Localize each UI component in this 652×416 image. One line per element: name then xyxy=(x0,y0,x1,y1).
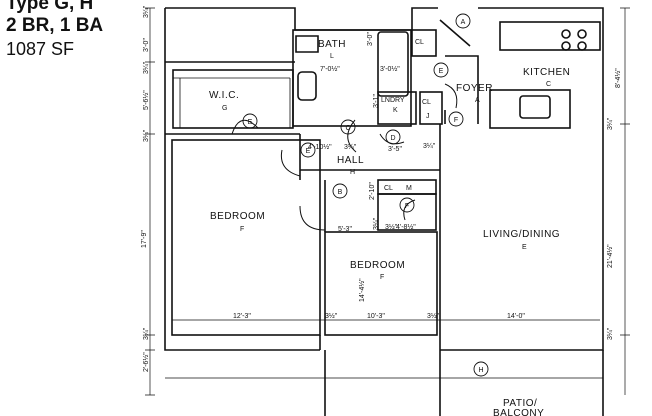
wic-label: W.I.C. xyxy=(209,90,239,101)
door-tag-a-ring xyxy=(455,13,471,29)
bedroom-2-tag: F xyxy=(380,274,384,281)
dim-wall-f: 3¼" xyxy=(143,129,150,142)
door-tag-f1-ring xyxy=(448,111,464,127)
door-tag-e3-ring xyxy=(433,62,449,78)
hall-tag: H xyxy=(350,169,355,176)
dim-tub-width: 3'-0½" xyxy=(380,65,400,73)
door-tag-e1-ring xyxy=(242,113,258,129)
door-tag-h-ring xyxy=(473,361,489,377)
kitchen-island xyxy=(489,89,571,129)
dim-wic-depth: 5'-6½" xyxy=(142,90,150,110)
dim-wall-i: 3¼" xyxy=(607,327,614,340)
kitchen-label: KITCHEN xyxy=(523,67,570,78)
dim-living-depth: 21'-4½" xyxy=(606,244,614,268)
bedroom-2-label: BEDROOM xyxy=(350,260,405,271)
closet-2-label: CL xyxy=(384,185,393,192)
closet-3-tag: J xyxy=(426,113,430,120)
living-dining-label: LIVING/DINING xyxy=(483,229,560,240)
door-tag-d-ring xyxy=(385,129,401,145)
dim-bedroom-1-width: 12'-3" xyxy=(233,313,251,320)
dim-hall-4: 3¼" xyxy=(423,143,436,150)
dim-closet-f: 4'-8½" xyxy=(396,223,416,231)
patio-wall xyxy=(439,350,604,416)
door-tag-d: D xyxy=(390,135,395,142)
dim-wall-a: 3½" xyxy=(385,223,398,231)
dim-closet-depth: 2'-10" xyxy=(369,182,376,200)
door-tag-a: A xyxy=(461,19,466,26)
exterior-wall-right xyxy=(440,7,604,351)
bath-label: BATH xyxy=(318,39,346,50)
laundry-room xyxy=(377,91,417,125)
toilet-fixture xyxy=(297,71,317,101)
bedroom-1-room xyxy=(171,139,321,336)
bath-tag: L xyxy=(330,53,334,60)
door-tag-c: C xyxy=(345,125,350,132)
closet-j xyxy=(419,91,443,125)
dim-bottom-depth: 2'-6½" xyxy=(142,352,150,372)
foyer-tag: A xyxy=(475,97,480,104)
dim-wall-g: 3¼" xyxy=(143,327,150,340)
square-footage: 1087 SF xyxy=(6,39,75,59)
closet-f xyxy=(377,193,437,231)
closet-l xyxy=(411,29,437,57)
dim-kitchen-depth: 8'-4½" xyxy=(614,68,622,88)
closet-1-label: CL xyxy=(415,39,424,46)
kitchen-tag: C xyxy=(546,81,551,88)
wic-tag: G xyxy=(222,105,227,112)
dim-top-depth: 3'-0" xyxy=(143,38,150,52)
dim-wall-j: 3¼" xyxy=(373,217,380,230)
door-tag-e3: E xyxy=(439,68,444,75)
bath-room xyxy=(292,29,412,127)
door-tag-f2: F xyxy=(405,203,409,210)
bedroom-1-label: BEDROOM xyxy=(210,211,265,222)
living-dining-tag: E xyxy=(522,244,527,251)
dim-bedroom-2-depth: 14'-4½" xyxy=(358,278,366,302)
dim-bedroom-2-width: 10'-3" xyxy=(367,313,385,320)
exterior-wall-left xyxy=(164,8,320,351)
dim-wall-e: 3¼" xyxy=(143,61,150,74)
dim-bath-width: 7'-0½" xyxy=(320,65,340,73)
dim-wall-k: 3'-0" xyxy=(367,32,374,46)
door-tag-f2-ring xyxy=(399,197,415,213)
tub-fixture xyxy=(377,31,409,97)
kitchen-counter xyxy=(499,21,601,51)
dim-laundry-depth: 3'-1" xyxy=(373,94,380,108)
dim-hall-2: 3'-5" xyxy=(388,146,402,153)
kitchen-sink xyxy=(519,95,551,119)
dim-wall-d: 3¼" xyxy=(143,5,150,18)
door-tag-h: H xyxy=(478,367,483,374)
dim-wall-h: 3¼" xyxy=(607,117,614,130)
laundry-tag: K xyxy=(393,107,398,114)
patio-label: PATIO/ xyxy=(503,398,537,409)
door-tag-e1: E xyxy=(248,119,253,126)
door-tag-e2: E xyxy=(306,148,311,155)
bedroom-2-room xyxy=(324,231,438,336)
laundry-label: LNDRY xyxy=(381,97,405,104)
door-tag-b-ring xyxy=(332,183,348,199)
closet-2-tag: M xyxy=(406,185,412,192)
dim-hall-3: 3¼" xyxy=(344,144,357,151)
door-tag-f1: F xyxy=(454,117,458,124)
dim-living-width: 14'-0" xyxy=(507,313,525,320)
hall-walls xyxy=(299,124,441,350)
balcony-label: BALCONY xyxy=(493,408,544,416)
door-tag-e2-ring xyxy=(300,142,316,158)
dim-hall-1: 4'-10½" xyxy=(308,143,332,151)
door-tag-c-ring xyxy=(340,119,356,135)
hall-label: HALL xyxy=(337,155,364,166)
unit-type-title: Type G, H xyxy=(6,0,94,14)
door-tag-b: B xyxy=(338,189,343,196)
bedroom-1-tag: F xyxy=(240,226,244,233)
dim-wall-b: 3½" xyxy=(325,312,338,320)
foyer-label: FOYER xyxy=(456,83,493,94)
dim-wall-c: 3½" xyxy=(427,312,440,320)
exterior-wall xyxy=(165,7,438,31)
bed-bath-count: 2 BR, 1 BA xyxy=(6,15,104,36)
closet-3-label: CL xyxy=(422,99,431,106)
dim-bedroom-1-depth: 17'-9" xyxy=(141,230,148,248)
dim-closet-width: 5'-3" xyxy=(338,226,352,233)
